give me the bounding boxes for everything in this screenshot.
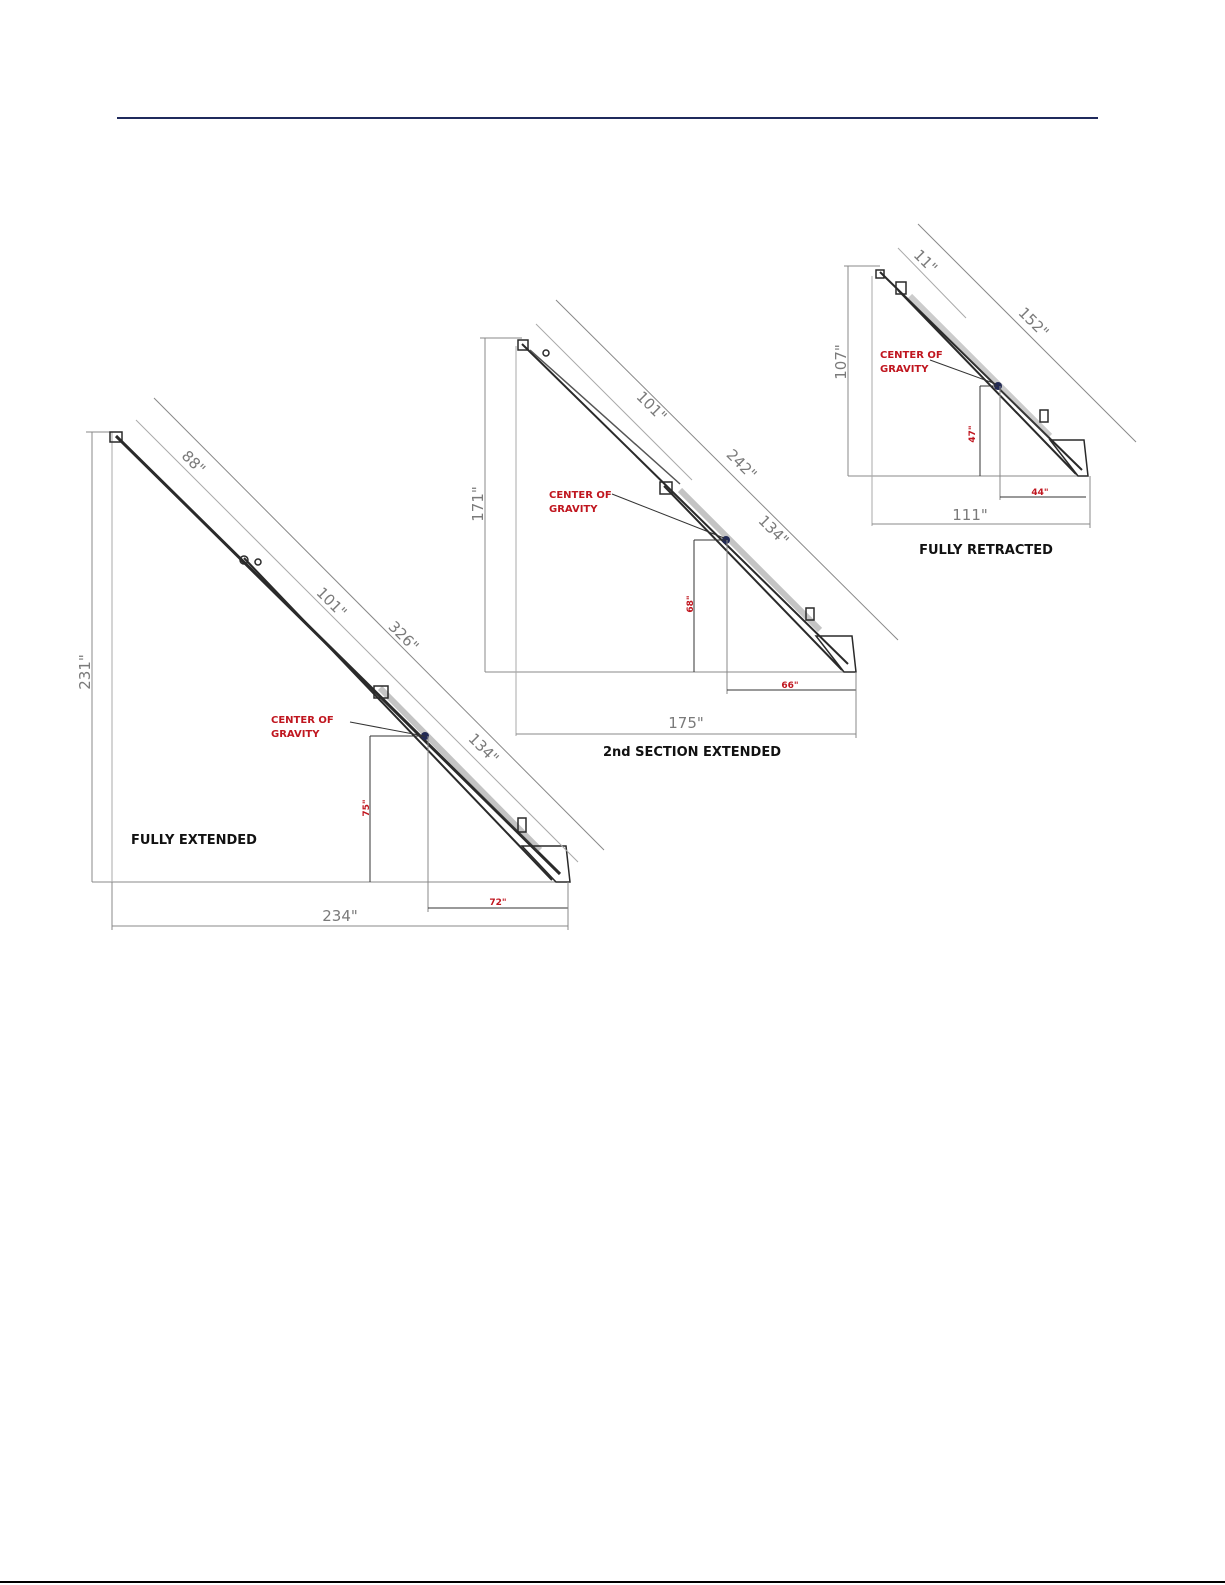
section-top-label: 11" bbox=[910, 246, 941, 277]
cog-label-line1: CENTER OF bbox=[549, 490, 612, 501]
diagram-fully-extended: 231" 234" 326" 88" 101" 134" 75" 72" CEN… bbox=[76, 398, 604, 930]
cog-label-line2: GRAVITY bbox=[880, 364, 929, 375]
diagram-fully-retracted: 107" 111" 152" 11" 47" 44" CENTER OF GRA… bbox=[832, 224, 1136, 558]
base-width-label: 111" bbox=[952, 506, 988, 524]
length-dimension-inner bbox=[136, 420, 578, 862]
base-width-label: 234" bbox=[322, 907, 358, 925]
length-dimension-outer bbox=[154, 398, 604, 850]
joint-2 bbox=[255, 559, 261, 565]
boom-structure bbox=[110, 432, 570, 882]
cog-label-line1: CENTER OF bbox=[880, 350, 943, 361]
cog-label-line2: GRAVITY bbox=[549, 504, 598, 515]
base-frame bbox=[522, 846, 570, 882]
cog-height-label: 68" bbox=[686, 595, 696, 612]
boom-lower-tube bbox=[898, 290, 1076, 474]
total-length-label: 326" bbox=[385, 618, 423, 656]
total-length-label: 242" bbox=[723, 446, 761, 484]
section-base-label: 134" bbox=[465, 730, 503, 768]
section-base-label: 134" bbox=[755, 512, 793, 550]
boom-lower-tube bbox=[664, 486, 842, 670]
caption-fully-extended: FULLY EXTENDED bbox=[131, 833, 257, 848]
joint-1 bbox=[543, 350, 549, 356]
base-width-label: 175" bbox=[668, 714, 704, 732]
base-frame bbox=[816, 636, 856, 672]
cog-offset-label: 72" bbox=[489, 898, 506, 908]
cog-offset-label: 44" bbox=[1031, 488, 1048, 498]
cog-offset-label: 66" bbox=[781, 681, 798, 691]
height-label: 107" bbox=[832, 344, 850, 380]
height-label: 171" bbox=[469, 486, 487, 522]
cog-label-line2: GRAVITY bbox=[271, 729, 320, 740]
boom-rail bbox=[680, 490, 820, 630]
total-length-label: 152" bbox=[1015, 304, 1053, 342]
cog-label-line1: CENTER OF bbox=[271, 715, 334, 726]
section-mid-label: 101" bbox=[633, 388, 671, 426]
section-top-label: 88" bbox=[178, 447, 209, 478]
cog-height-label: 75" bbox=[362, 799, 372, 816]
length-dimension-inner bbox=[536, 324, 692, 480]
height-label: 231" bbox=[76, 654, 94, 690]
clamp-2 bbox=[1040, 410, 1048, 422]
caption-second-section-extended: 2nd SECTION EXTENDED bbox=[603, 745, 781, 760]
caption-fully-retracted: FULLY RETRACTED bbox=[919, 543, 1053, 558]
cog-height-label: 47" bbox=[968, 425, 978, 442]
